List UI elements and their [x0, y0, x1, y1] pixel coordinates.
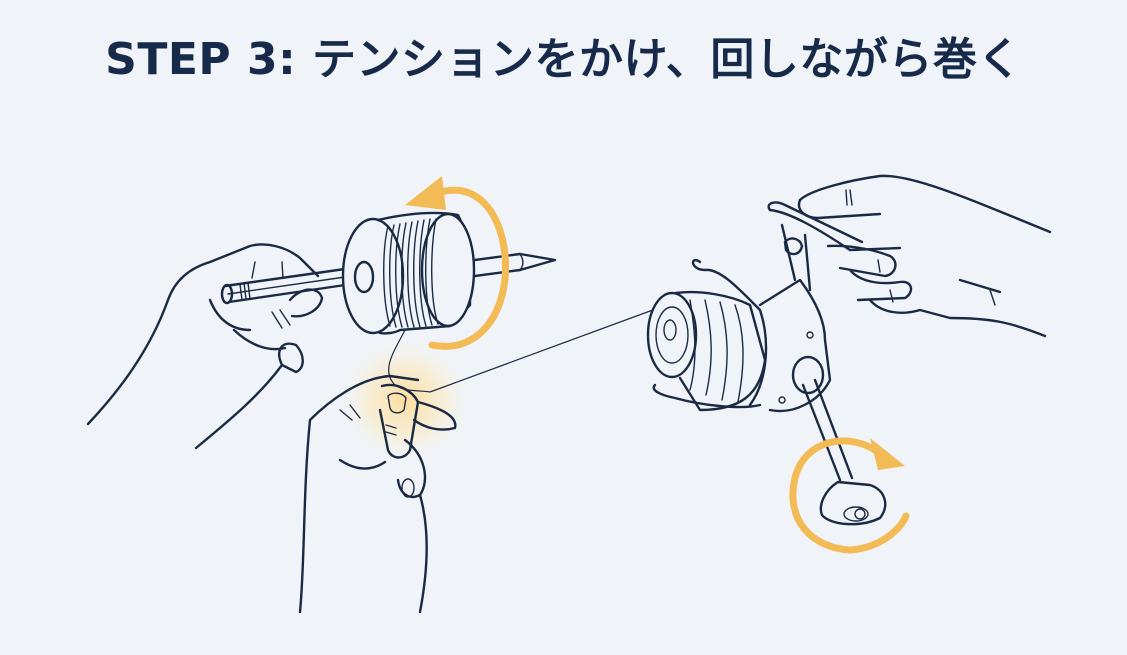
page-title: STEP 3: テンションをかけ、回しながら巻く — [105, 34, 1022, 85]
handle-rotation-arrow-icon — [789, 437, 910, 554]
tension-hand-icon — [298, 374, 457, 614]
pencil-icon — [220, 252, 557, 305]
spool-hand-icon — [86, 243, 324, 450]
line-spool-icon — [341, 211, 476, 335]
line-windings — [383, 218, 439, 328]
spool-rotation-arrow-icon — [405, 176, 510, 350]
reel-hand-icon — [767, 174, 1052, 338]
spinning-reel-icon — [646, 223, 887, 526]
